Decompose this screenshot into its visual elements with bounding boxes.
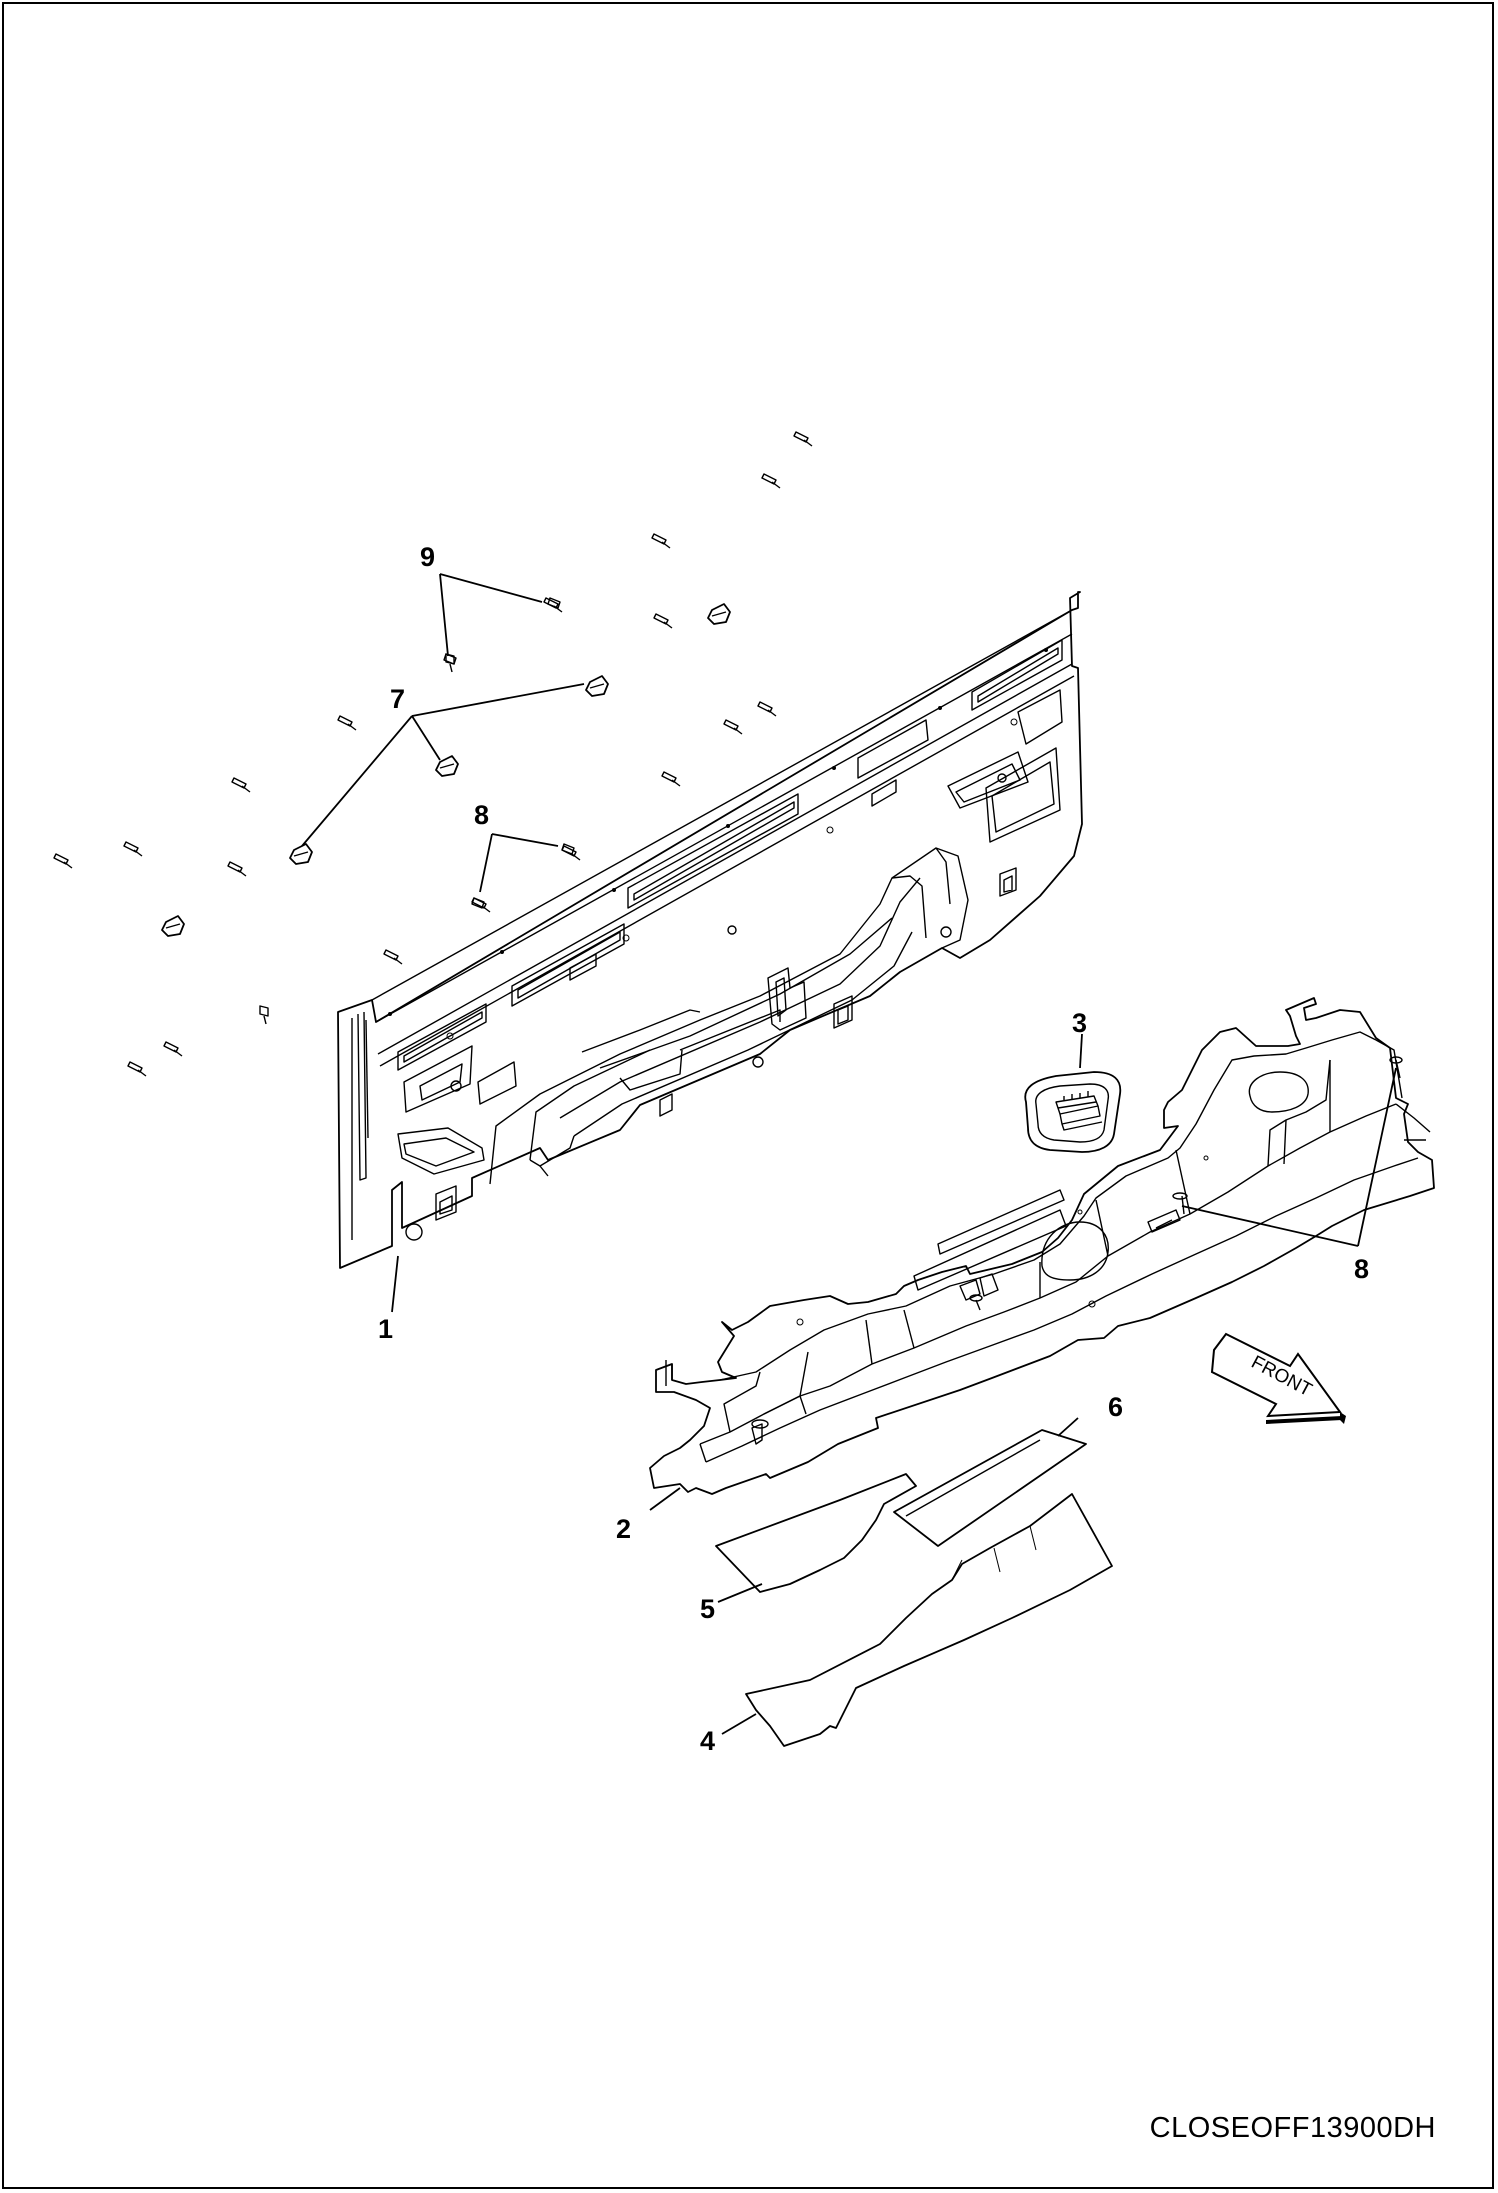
part-1-rear-panel xyxy=(337,591,1083,1269)
drawing-reference-id: CLOSEOFF13900DH xyxy=(1149,2112,1436,2144)
callout-2: 2 xyxy=(616,1514,631,1544)
screw xyxy=(337,715,357,731)
screw xyxy=(53,853,73,869)
callout-6: 6 xyxy=(1108,1392,1123,1422)
part-3-grommet xyxy=(1024,1071,1122,1153)
screw xyxy=(163,1041,183,1057)
callout-1: 1 xyxy=(378,1314,393,1344)
screw xyxy=(793,431,813,447)
callout-5: 5 xyxy=(700,1594,715,1624)
screw xyxy=(123,841,143,857)
callout-9: 9 xyxy=(420,542,435,572)
callout-7: 7 xyxy=(390,684,405,714)
leader-lines xyxy=(301,573,1397,1735)
screw xyxy=(227,861,247,877)
fastener-group xyxy=(53,431,813,1077)
screw xyxy=(661,771,681,787)
part-2-floor-member xyxy=(649,997,1435,1495)
callout-3: 3 xyxy=(1072,1008,1087,1038)
screw xyxy=(383,949,403,965)
screw xyxy=(127,1061,147,1077)
screw xyxy=(443,653,457,665)
part-4-insulation xyxy=(745,1493,1113,1747)
screw xyxy=(651,533,671,549)
nut xyxy=(161,915,185,937)
screw xyxy=(723,719,743,735)
screw xyxy=(471,897,485,909)
screw xyxy=(547,597,561,609)
screw xyxy=(561,843,575,855)
nut xyxy=(585,675,609,697)
nut xyxy=(435,755,459,777)
callout-8-lower: 8 xyxy=(1354,1254,1369,1284)
screw xyxy=(653,613,673,629)
callout-4: 4 xyxy=(700,1726,715,1756)
part-6-pad xyxy=(893,1429,1087,1547)
screw xyxy=(259,1005,269,1025)
screw xyxy=(761,473,781,489)
nut xyxy=(707,603,731,625)
part-5-insulation xyxy=(715,1473,917,1593)
nut xyxy=(289,843,313,865)
screw xyxy=(231,777,251,793)
callout-labels: 9 7 8 3 8 1 6 2 5 4 xyxy=(378,542,1369,1756)
callout-8-upper: 8 xyxy=(474,800,489,830)
screw xyxy=(757,701,777,717)
front-direction-arrow: FRONT xyxy=(1210,1332,1346,1424)
